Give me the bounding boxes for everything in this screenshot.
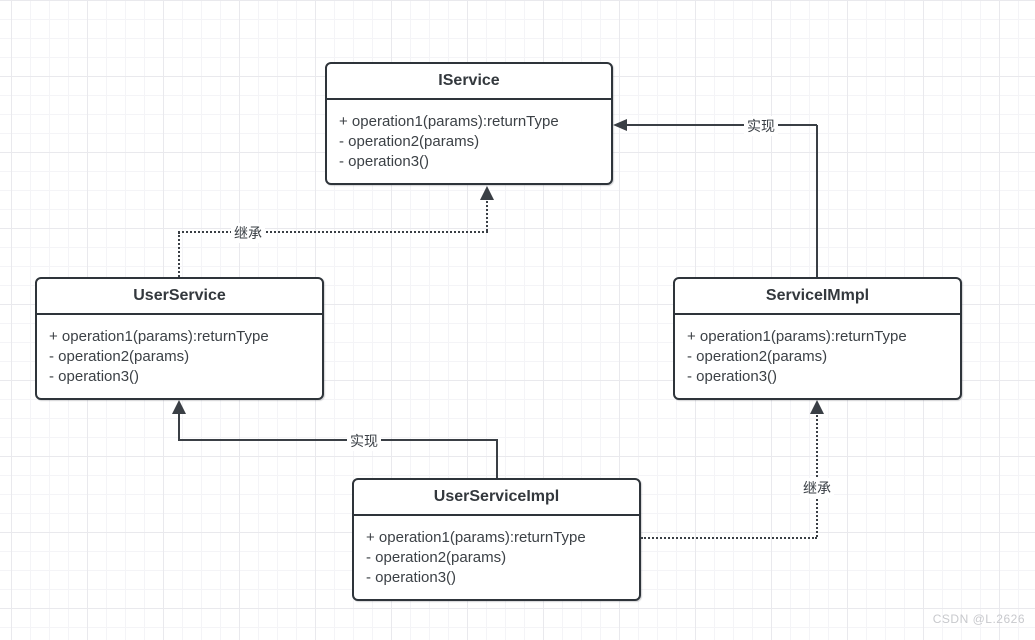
edge-label: 实现 — [744, 116, 778, 136]
class-methods: + operation1(params):returnType - operat… — [354, 516, 639, 588]
class-box-serviceimmpl[interactable]: ServiceIMmpl + operation1(params):return… — [673, 277, 962, 400]
class-title: UserServiceImpl — [354, 480, 639, 516]
method-line: - operation2(params) — [687, 348, 828, 365]
method-line: - operation3() — [687, 368, 778, 385]
class-title: ServiceIMmpl — [675, 279, 960, 315]
method-line: - operation2(params) — [366, 549, 507, 566]
method-line: + operation1(params):returnType — [687, 328, 907, 345]
edge-line-segment — [496, 440, 498, 478]
arrowhead-up-icon — [172, 400, 186, 414]
edge-line-segment — [816, 412, 818, 537]
csdn-watermark: CSDN @L.2626 — [932, 612, 1025, 626]
class-title: UserService — [37, 279, 322, 315]
edge-line-segment — [816, 125, 818, 277]
method-line: - operation2(params) — [339, 133, 480, 150]
class-methods: + operation1(params):returnType - operat… — [675, 315, 960, 387]
edge-line-segment — [641, 537, 817, 539]
method-line: - operation2(params) — [49, 348, 190, 365]
edge-line-segment — [178, 232, 180, 277]
method-line: + operation1(params):returnType — [339, 113, 559, 130]
edge-label: 实现 — [347, 431, 381, 451]
class-box-iservice[interactable]: IService + operation1(params):returnType… — [325, 62, 613, 185]
edge-line-segment — [178, 439, 498, 441]
method-line: + operation1(params):returnType — [49, 328, 269, 345]
method-line: - operation3() — [339, 153, 430, 170]
edge-line-segment — [626, 124, 817, 126]
method-line: - operation3() — [366, 569, 457, 586]
method-line: + operation1(params):returnType — [366, 529, 586, 546]
edge-line-segment — [178, 231, 488, 233]
class-box-userservice[interactable]: UserService + operation1(params):returnT… — [35, 277, 324, 400]
arrowhead-left-icon — [613, 119, 627, 131]
class-title: IService — [327, 64, 611, 100]
class-box-userserviceimpl[interactable]: UserServiceImpl + operation1(params):ret… — [352, 478, 641, 601]
edge-label: 继承 — [231, 223, 265, 243]
method-line: - operation3() — [49, 368, 140, 385]
class-methods: + operation1(params):returnType - operat… — [327, 100, 611, 172]
arrowhead-up-icon — [480, 186, 494, 200]
edge-line-segment — [178, 412, 180, 439]
edge-label: 继承 — [800, 478, 834, 498]
class-methods: + operation1(params):returnType - operat… — [37, 315, 322, 387]
arrowhead-up-icon — [810, 400, 824, 414]
edge-line-segment — [486, 198, 488, 231]
